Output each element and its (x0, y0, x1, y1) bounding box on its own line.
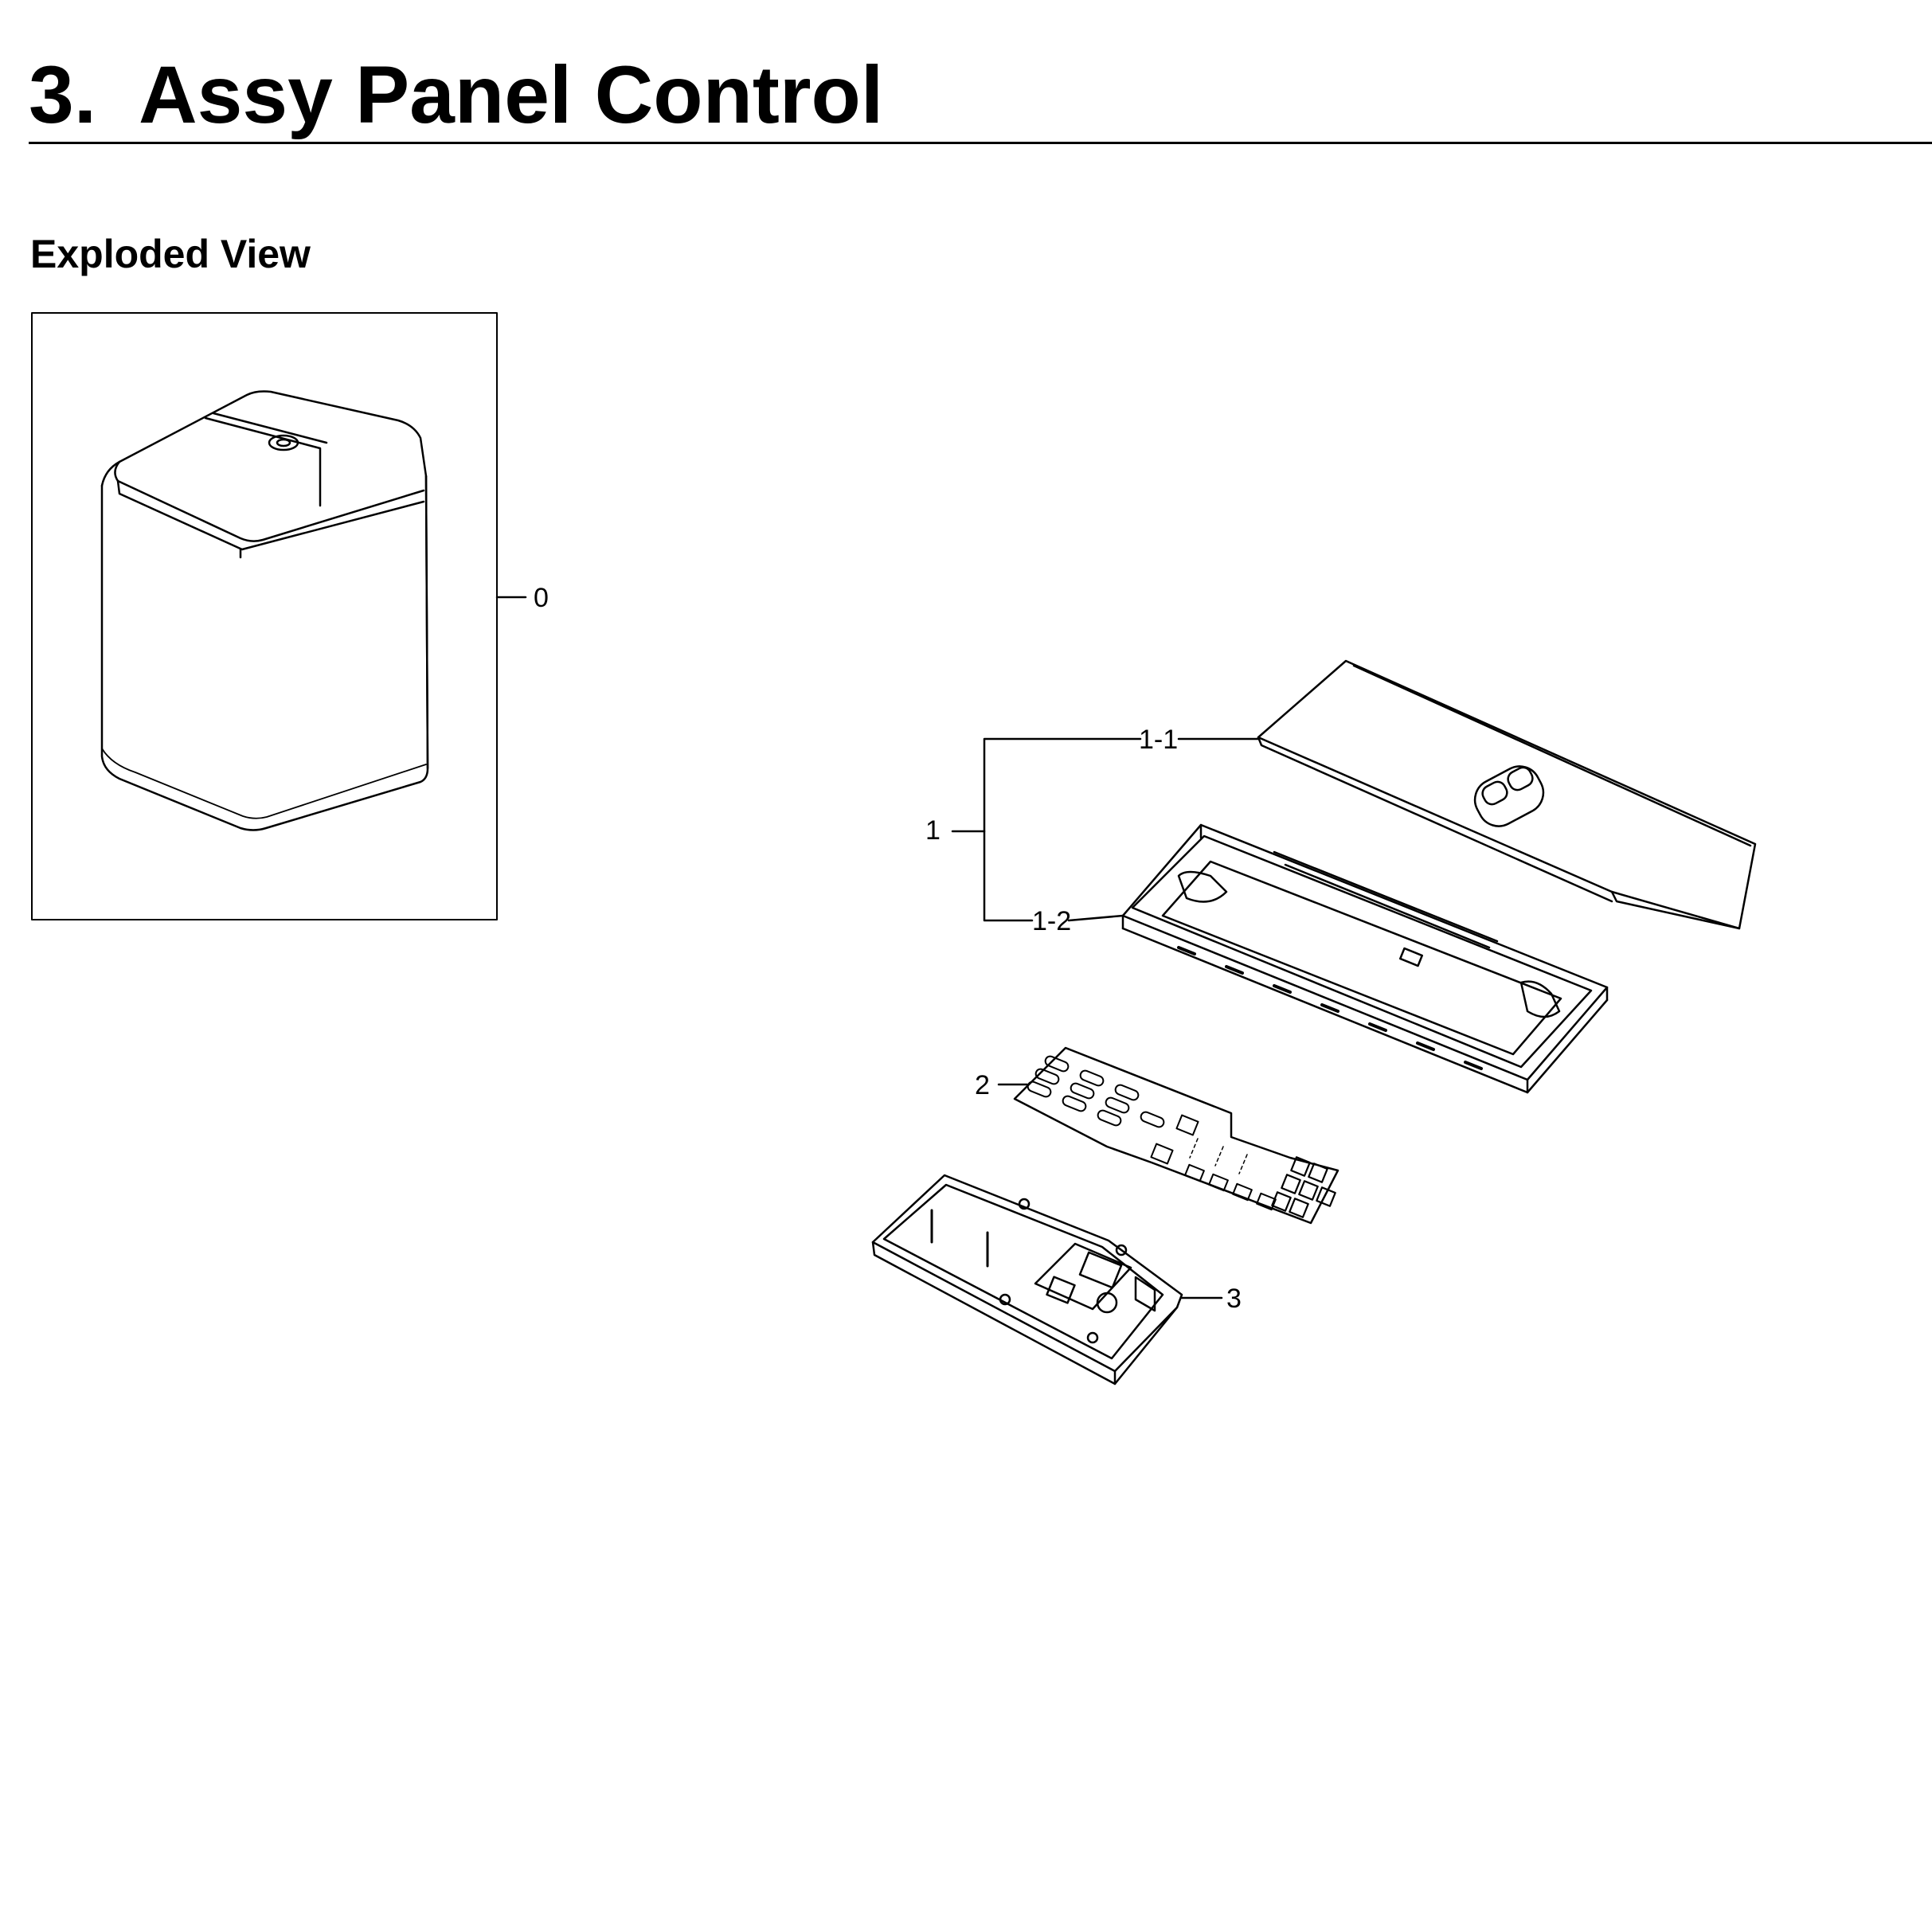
callout-bracket-1 (983, 737, 1142, 922)
section-heading: Exploded View (30, 232, 311, 276)
pcb-housing-illustration (871, 1174, 1183, 1385)
callout-label-1-2: 1-2 (1032, 906, 1071, 936)
callout-label-0: 0 (534, 583, 549, 613)
panel-cover-illustration (1257, 659, 1757, 930)
washer-illustration (100, 390, 429, 831)
callout-label-1: 1 (925, 815, 941, 846)
callout-label-3: 3 (1226, 1284, 1242, 1314)
title-rule (29, 142, 1932, 144)
button-sheet-illustration (1013, 1046, 1339, 1225)
page-title: 3. Assy Panel Control (29, 49, 884, 140)
callout-label-1-1: 1-1 (1139, 725, 1178, 755)
callout-label-2: 2 (975, 1070, 990, 1100)
assembly-frame (31, 312, 498, 920)
callout-leader-1-2 (1067, 914, 1124, 922)
panel-frame-illustration (1121, 823, 1609, 1094)
